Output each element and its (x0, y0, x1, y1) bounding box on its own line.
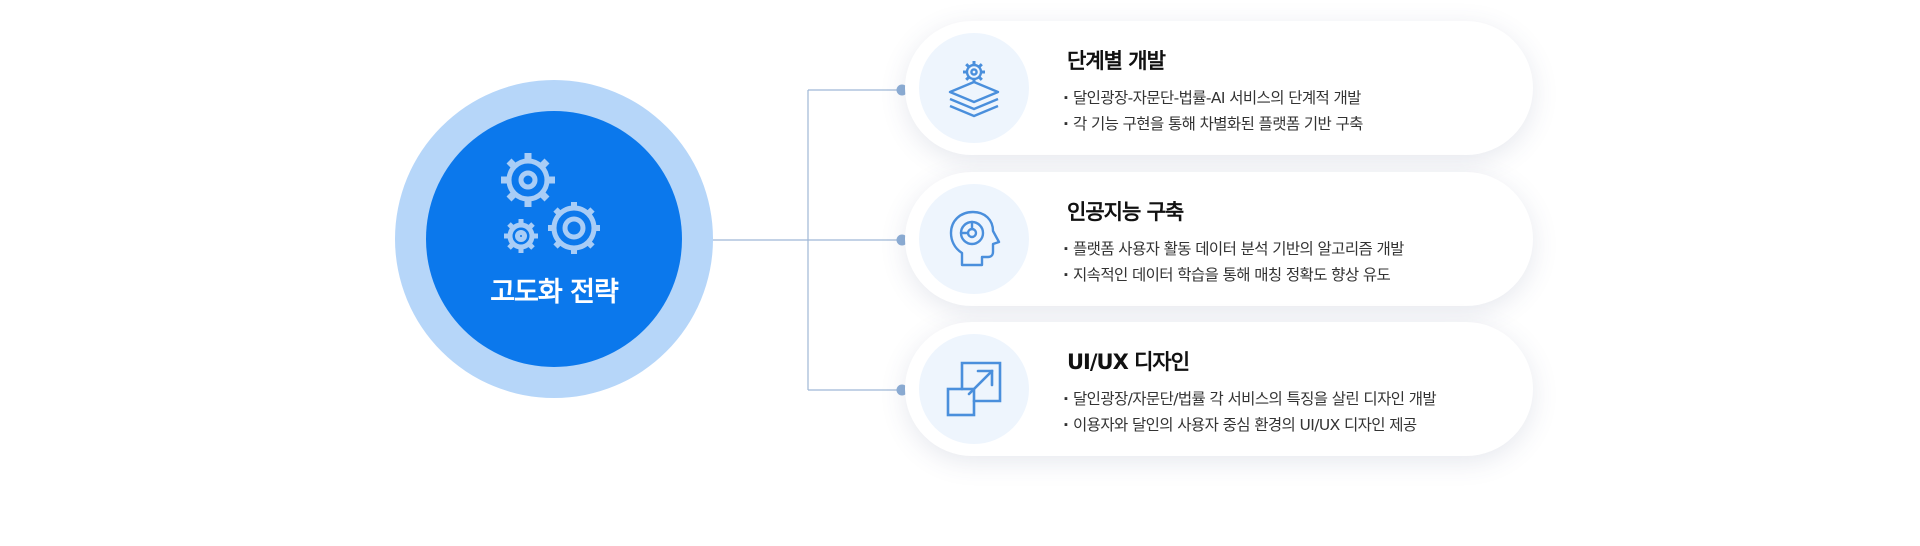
bullet-item: 이용자와 달인의 사용자 중심 환경의 UI/UX 디자인 제공 (1063, 412, 1436, 438)
hub-title: 고도화 전략 (490, 277, 619, 308)
icon-disc (919, 184, 1029, 294)
resize-arrow-icon (946, 361, 1002, 417)
card-title: 인공지능 구축 (1067, 200, 1184, 224)
hub-circle (426, 111, 682, 367)
card-1-connector-dot (896, 84, 908, 96)
strategy-card-uiux-design: UI/UX 디자인 달인광장/자문단/법률 각 서비스의 특징을 살린 디자인 … (905, 322, 1533, 456)
card-title: 단계별 개발 (1067, 49, 1166, 73)
gears-icon (501, 153, 600, 254)
card-2-connector-dot (896, 234, 908, 246)
bullet-item: 각 기능 구현을 통해 차별화된 플랫폼 기반 구축 (1063, 111, 1363, 137)
card-3-connector-dot (896, 384, 908, 396)
card-title: UI/UX 디자인 (1067, 350, 1190, 374)
bullet-item: 지속적인 데이터 학습을 통해 매칭 정확도 향상 유도 (1063, 262, 1404, 288)
icon-disc (919, 33, 1029, 143)
strategy-card-staged-development: 단계별 개발 달인광장-자문단-법률-AI 서비스의 단계적 개발 각 기능 구… (905, 21, 1533, 155)
icon-disc (919, 334, 1029, 444)
strategy-card-ai-construction: 인공지능 구축 플랫폼 사용자 활동 데이터 분석 기반의 알고리즘 개발 지속… (905, 172, 1533, 306)
ai-head-icon (949, 210, 1001, 267)
bullet-item: 플랫폼 사용자 활동 데이터 분석 기반의 알고리즘 개발 (1063, 236, 1404, 262)
layered-gear-icon (948, 61, 1000, 118)
card-bullet-list: 달인광장-자문단-법률-AI 서비스의 단계적 개발 각 기능 구현을 통해 차… (1063, 85, 1363, 137)
card-bullet-list: 달인광장/자문단/법률 각 서비스의 특징을 살린 디자인 개발 이용자와 달인… (1063, 386, 1437, 438)
card-bullet-list: 플랫폼 사용자 활동 데이터 분석 기반의 알고리즘 개발 지속적인 데이터 학… (1063, 236, 1404, 288)
bullet-item: 달인광장/자문단/법률 각 서비스의 특징을 살린 디자인 개발 (1063, 386, 1437, 412)
bullet-item: 달인광장-자문단-법률-AI 서비스의 단계적 개발 (1063, 85, 1363, 111)
